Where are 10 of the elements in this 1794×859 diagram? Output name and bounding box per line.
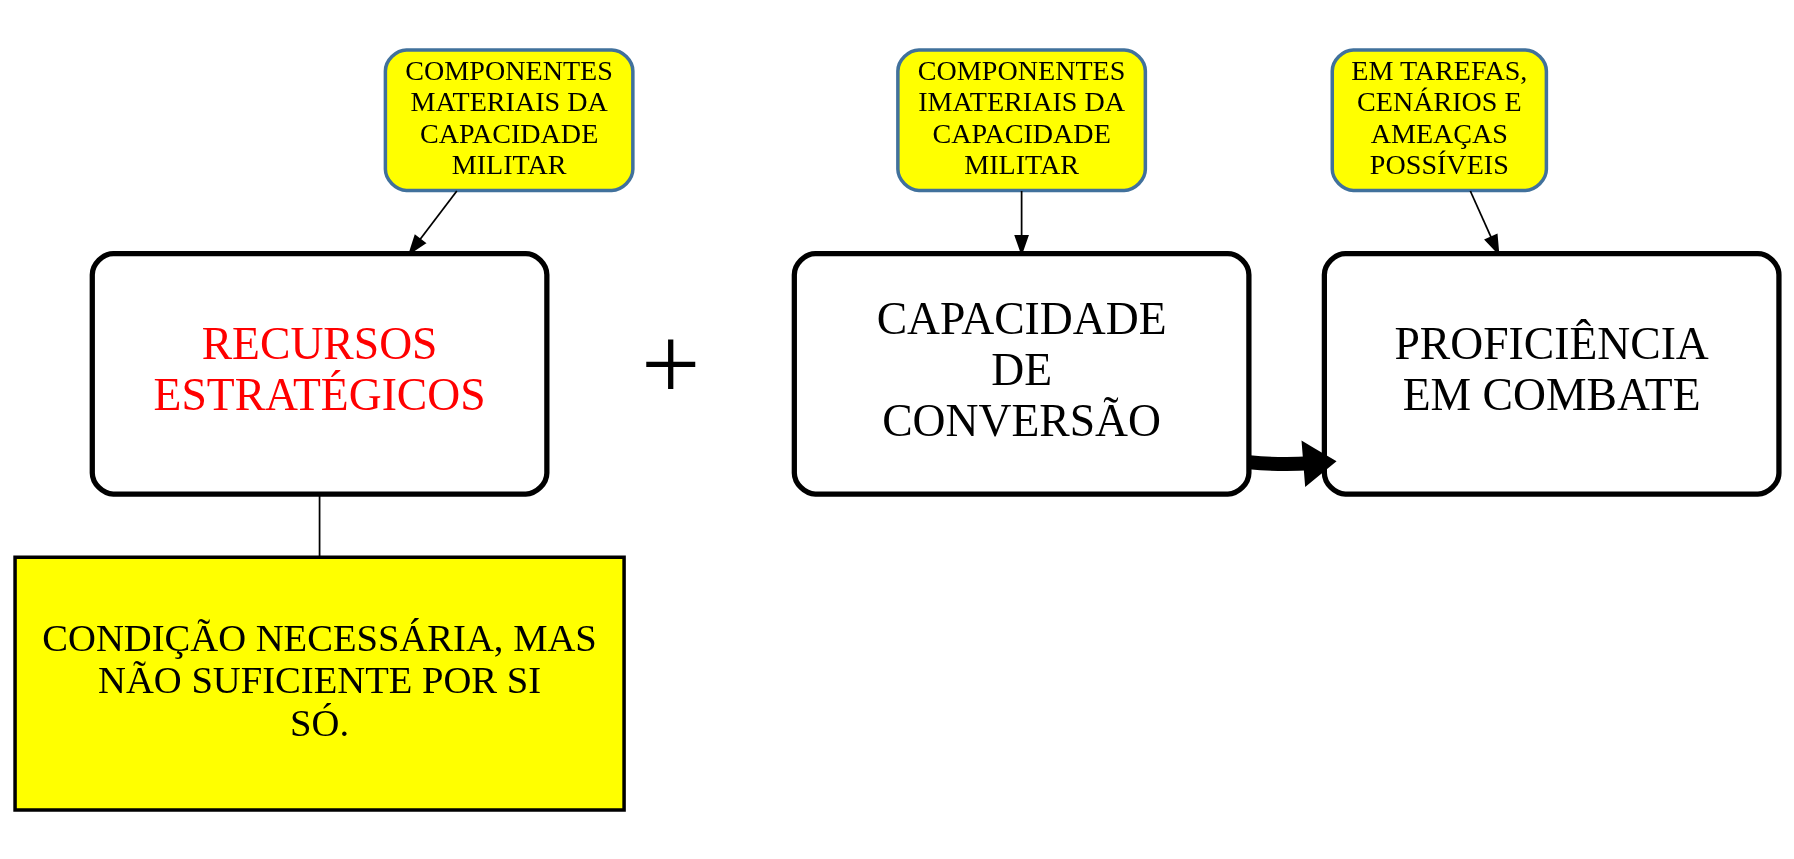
arrow [1248, 440, 1337, 487]
node-box: EM TAREFAS, CENÁRIOS E AMEAÇAS POSSÍVEIS [1330, 47, 1549, 192]
node-box: PROFICIÊNCIA EM COMBATE [1321, 250, 1782, 497]
node-box: CAPACIDADE DE CONVERSÃO [791, 250, 1252, 497]
node-box: RECURSOS ESTRATÉGICOS [89, 250, 550, 497]
connector [318, 493, 321, 558]
node-box: COMPONENTES MATERIAIS DA CAPACIDADE MILITAR [383, 47, 635, 192]
node-box: COMPONENTES IMATERIAIS DA CAPACIDADE MILITAR [896, 47, 1148, 192]
label: + [640, 305, 701, 423]
node-box: CONDIÇÃO NECESSÁRIA, MAS NÃO SUFICIENTE POR SI SÓ. [13, 555, 626, 812]
